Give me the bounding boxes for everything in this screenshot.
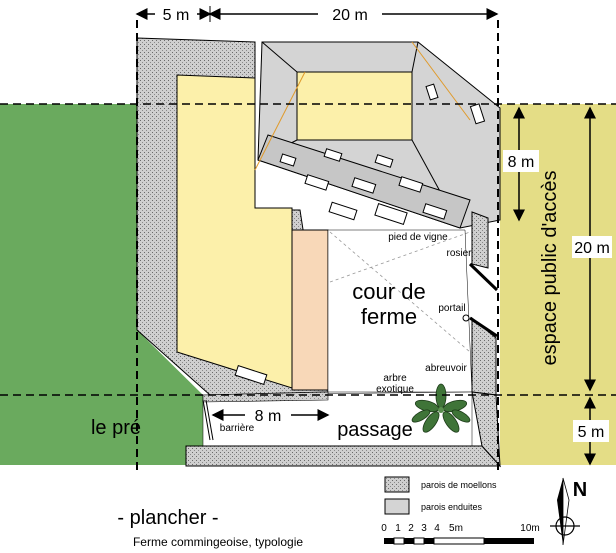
north-label: N bbox=[573, 479, 587, 501]
legend-rubble-swatch bbox=[384, 476, 410, 493]
label-passage: passage bbox=[337, 419, 413, 441]
label-public-access: espace public d'accès bbox=[539, 170, 561, 365]
facade-windows bbox=[234, 83, 486, 386]
legend-rendered-swatch bbox=[384, 498, 410, 515]
scale-tick-2: 2 bbox=[408, 523, 414, 534]
trough-marker bbox=[462, 314, 470, 322]
salmon-room bbox=[291, 229, 329, 391]
dim-passage-width: 8 m bbox=[255, 408, 282, 425]
scale-bar bbox=[384, 537, 534, 545]
dim-top-left: 5 m bbox=[163, 7, 190, 24]
label-meadow: le pré bbox=[91, 417, 141, 439]
label-courtyard-line1: cour de bbox=[352, 279, 425, 304]
caption-title: - plancher - bbox=[117, 507, 218, 529]
label-trough: abreuvoir bbox=[425, 363, 467, 374]
label-barrier: barrière bbox=[220, 423, 255, 434]
scale-tick-1: 1 bbox=[395, 523, 401, 534]
dim-right-lower: 5 m bbox=[578, 424, 605, 441]
dim-right-upper: 8 m bbox=[508, 154, 535, 171]
meadow-area bbox=[0, 104, 203, 465]
north-arrow-icon bbox=[550, 477, 580, 546]
north-building-floor bbox=[296, 71, 413, 141]
dim-right-total: 20 m bbox=[574, 240, 610, 257]
scale-tick-10m: 10m bbox=[520, 523, 539, 534]
south-wall bbox=[185, 445, 502, 467]
label-tree-line2: exotique bbox=[376, 384, 414, 395]
legend-rendered-label: parois enduites bbox=[421, 502, 483, 512]
label-courtyard-line2: ferme bbox=[361, 304, 417, 329]
courtyard-east-wall bbox=[471, 211, 489, 269]
scale-tick-3: 3 bbox=[421, 523, 427, 534]
label-rosebush: rosier bbox=[446, 248, 472, 259]
scale-tick-4: 4 bbox=[434, 523, 440, 534]
scale-tick-0: 0 bbox=[381, 523, 387, 534]
legend-rubble-label: parois de moellons bbox=[421, 480, 497, 490]
exotic-tree-icon bbox=[411, 383, 471, 433]
label-gate: portail bbox=[438, 303, 465, 314]
dim-top-main: 20 m bbox=[332, 7, 368, 24]
label-vine: pied de vigne bbox=[388, 232, 448, 243]
gate-pillar-bottom bbox=[471, 316, 497, 396]
passage-east-wall bbox=[471, 391, 501, 468]
caption-subtitle: Ferme commingeoise, typologie bbox=[133, 535, 303, 549]
scale-tick-5m: 5m bbox=[449, 523, 463, 534]
label-tree-line1: arbre bbox=[383, 373, 407, 384]
west-wing-floor bbox=[176, 74, 293, 389]
